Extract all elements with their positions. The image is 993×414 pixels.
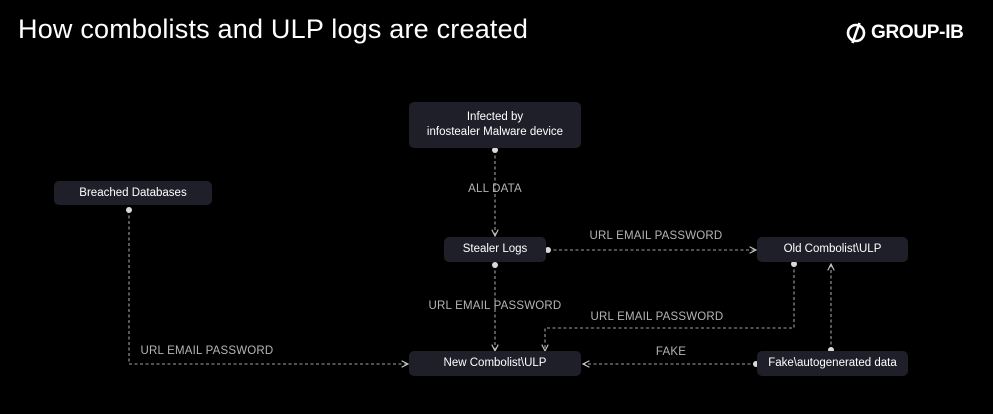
edge-breached-to-new (128, 210, 408, 364)
connector-dot (492, 147, 498, 153)
node-breached-databases: Breached Databases (54, 181, 212, 205)
node-infected-device-line1: Infected by (466, 111, 524, 123)
brand-name: GROUP-IB (871, 22, 964, 43)
brand-logo: GROUP-IB (846, 22, 964, 44)
edge-label-breached-to-new: URL EMAIL PASSWORD (140, 345, 274, 357)
connector-dot (545, 247, 551, 253)
edge-old-to-new (545, 264, 795, 351)
edge-label-stealer-to-new: URL EMAIL PASSWORD (428, 300, 562, 312)
edge-label-stealer-to-old: URL EMAIL PASSWORD (589, 230, 723, 242)
node-fake-data: Fake\autogenerated data (757, 351, 908, 376)
connector-dot (492, 262, 498, 268)
group-ib-logo-icon (846, 22, 866, 44)
node-new-combolist: New Combolist\ULP (409, 351, 581, 376)
page-title: How combolists and ULP logs are created (18, 14, 529, 44)
edge-label-old-to-new: URL EMAIL PASSWORD (590, 311, 724, 323)
edge-label-fake: FAKE (655, 346, 687, 358)
node-stealer-logs: Stealer Logs (444, 237, 546, 262)
connector-dot (126, 207, 132, 213)
node-infected-device: Infected by infostealer Malware device (409, 102, 581, 148)
edge-label-all-data: ALL DATA (468, 183, 522, 195)
node-old-combolist: Old Combolist\ULP (757, 237, 908, 262)
node-infected-device-line2: infostealer Malware device (426, 126, 564, 138)
connector-dot (791, 261, 797, 267)
